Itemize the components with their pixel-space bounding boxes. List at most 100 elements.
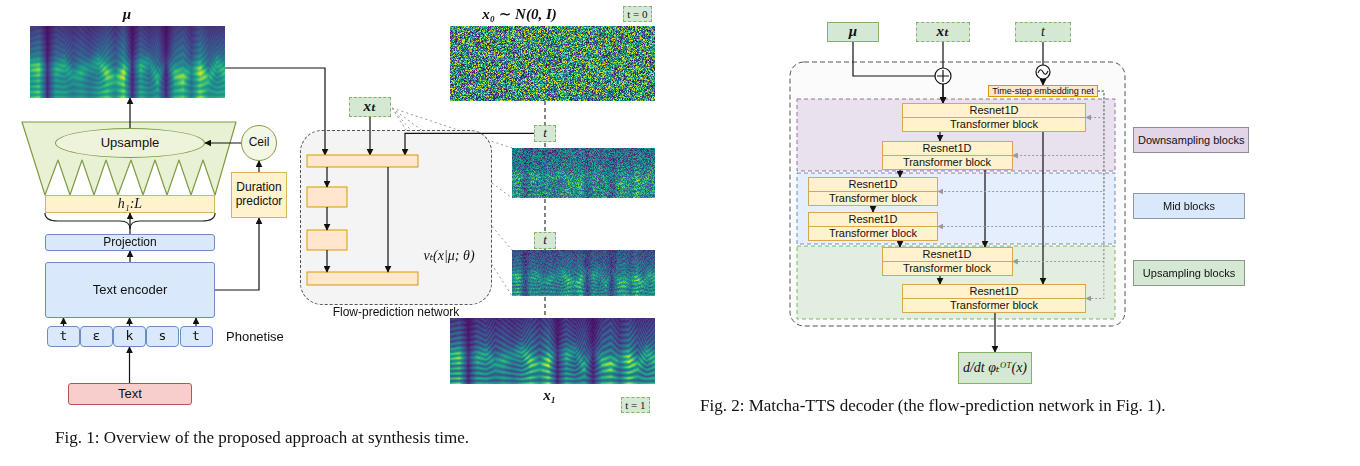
sum-symbol [937, 70, 949, 82]
mid-band [797, 173, 1115, 244]
spectrogram [30, 26, 225, 98]
process-box: Duration predictor [231, 172, 287, 218]
resnet-transformer-block: Resnet1DTransformer block [808, 212, 938, 241]
connector-arrow [994, 313, 995, 352]
process-box: Projection [45, 234, 215, 251]
node-text: s [159, 329, 167, 344]
node-text: Projection [103, 236, 156, 250]
legend-text: Mid blocks [1163, 200, 1215, 213]
process-box: Text encoder [45, 262, 215, 318]
input-box: xₜ [916, 22, 970, 42]
legend-text: Upsampling blocks [1143, 267, 1235, 280]
node-text: k [126, 329, 134, 344]
spectrogram-node: μ [30, 4, 225, 98]
node-text: Resnet1D [809, 178, 937, 192]
node-text: Resnet1D [809, 213, 937, 227]
layer-arrow [326, 250, 327, 272]
input-box: μ [827, 22, 879, 42]
connector-arrow [939, 132, 940, 141]
node-subtext: t = 0 [623, 6, 651, 22]
layer-box [307, 272, 418, 285]
connector-arrow [129, 251, 130, 262]
ceil-circle: Ceil [241, 125, 277, 161]
hidden-box: h₁:L [45, 195, 215, 213]
sinusoid-symbol [1038, 70, 1048, 75]
phoneme-box: s [146, 326, 179, 347]
connector-arrow [405, 133, 534, 155]
node-text: Duration predictor [236, 181, 283, 209]
input-box: xₜ [349, 97, 391, 117]
connector-arrow [205, 142, 241, 143]
node-text: ɛ [93, 329, 101, 344]
node-text: Text [118, 387, 142, 402]
decoder-outline [790, 62, 1125, 326]
resnet-transformer-block: Resnet1DTransformer block [882, 141, 1013, 170]
node-text: Time-step embedding net [992, 86, 1094, 96]
node-subtext: Transformer block [883, 262, 1012, 275]
node-text: Resnet1D [903, 104, 1085, 118]
sum-symbol [935, 68, 951, 84]
node-text: Resnet1D [883, 142, 1012, 156]
node-subtext: Transformer block [809, 192, 937, 205]
connector-arrow [129, 98, 130, 128]
upsample-comb [22, 122, 236, 195]
downsampling-band [797, 99, 1115, 171]
node-text: t [1041, 24, 1045, 40]
figure-caption: Fig. 2: Matcha-TTS decoder (the flow-pre… [700, 396, 1166, 416]
sinusoid-symbol [1036, 65, 1050, 79]
time-box: t [534, 232, 556, 249]
flow-network-ground [300, 130, 492, 305]
embedding-box: Time-step embedding net [988, 85, 1098, 97]
connector-arrow [939, 276, 940, 284]
spectrogram-node: x₀ ∼ N(0, I) t = 0 [450, 4, 655, 101]
spectrogram [450, 318, 655, 384]
node-text: h₁:L [118, 196, 142, 212]
spectrogram [512, 250, 655, 296]
spectrogram-node: x₁t = 1 [450, 318, 655, 414]
input-box: t [1015, 22, 1071, 42]
resnet-transformer-block: Resnet1DTransformer block [808, 177, 938, 206]
phoneme-box: k [113, 326, 146, 347]
node-text: d/dt φₜᴼᵀ(x) [963, 360, 1027, 376]
node-text: t [543, 233, 547, 248]
spectrogram [512, 148, 655, 198]
flow-network-box: vₜ(x|μ; θ)Flow-prediction network [300, 130, 492, 305]
node-subtext: Transformer block [903, 299, 1085, 312]
input-box: Text [68, 383, 192, 405]
node-text: μ [849, 23, 857, 40]
node-text: t [60, 329, 68, 344]
connector-arrow [195, 318, 196, 326]
legend-swatch: Upsampling blocks [1133, 260, 1245, 286]
flow-layers [300, 130, 492, 305]
node-text: vₜ(x|μ; θ) [423, 248, 474, 264]
connector-arrow [129, 347, 130, 383]
figure-caption: Fig. 1: Overview of the proposed approac… [55, 428, 469, 448]
node-text: Resnet1D [903, 285, 1085, 299]
legend-swatch: Downsampling blocks [1133, 127, 1249, 153]
layer-box [307, 155, 418, 167]
step-label: Phonetise [226, 329, 284, 344]
upsample-ellipse: Upsample [55, 128, 205, 158]
connector-arrow [853, 42, 943, 103]
node-subtext: Flow-prediction network [333, 306, 460, 320]
node-subtext: Transformer block [883, 156, 1012, 169]
phoneme-box: t [180, 326, 213, 347]
resnet-transformer-block: Resnet1DTransformer block [902, 103, 1086, 132]
connector-arrow [899, 170, 900, 177]
spectrogram [450, 26, 655, 101]
conditioning-arrow [1086, 91, 1104, 298]
node-text: μ [123, 6, 131, 23]
output-box: d/dt φₜᴼᵀ(x) [958, 352, 1032, 384]
phoneme-box: ɛ [80, 326, 113, 347]
layer-arrow [387, 167, 388, 272]
node-text: Text encoder [93, 283, 167, 298]
connector-arrow [129, 213, 130, 234]
layer-arrow [326, 167, 327, 187]
node-subtext: Transformer block [903, 118, 1085, 131]
node-text: xₜ [936, 23, 949, 40]
node-text: x₀ ∼ N(0, I) [482, 6, 556, 23]
node-subtext: t = 1 [621, 397, 649, 413]
connector-arrow [129, 318, 130, 326]
node-text: Resnet1D [883, 248, 1012, 262]
